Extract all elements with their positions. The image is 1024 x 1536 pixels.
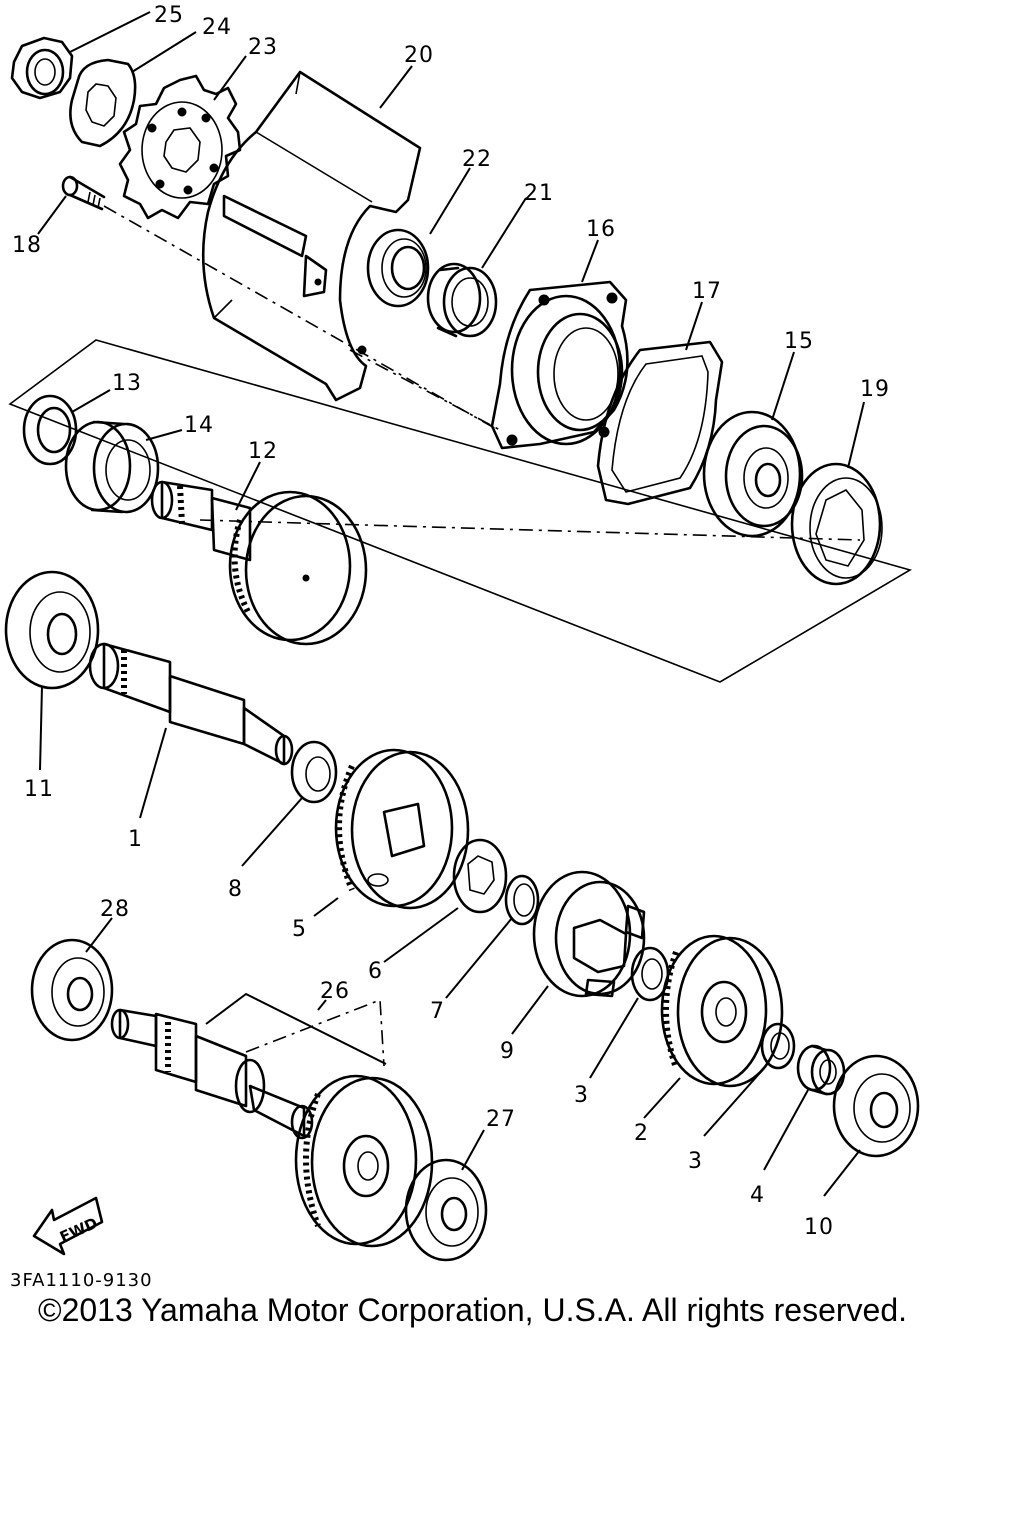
callout-18: 18 — [12, 233, 42, 258]
part-28-bearing — [30, 938, 114, 1042]
callout-12: 12 — [248, 439, 278, 464]
callout-25: 25 — [154, 3, 184, 28]
part-23-sprocket — [118, 74, 242, 220]
part-17-gasket — [596, 340, 724, 506]
part-24-lock-washer — [69, 58, 137, 148]
callout-28: 28 — [100, 897, 130, 922]
part-4-collar — [796, 1044, 846, 1096]
part-10-bearing — [832, 1054, 920, 1158]
callout-22: 22 — [462, 147, 492, 172]
callout-14: 14 — [184, 413, 214, 438]
callout-15: 15 — [784, 329, 814, 354]
callout-23: 23 — [248, 35, 278, 60]
part-14-needle-bearing — [64, 420, 160, 514]
callout-1: 1 — [128, 827, 143, 852]
copyright-notice: ©2013 Yamaha Motor Corporation, U.S.A. A… — [38, 1292, 908, 1328]
callout-17: 17 — [692, 279, 722, 304]
callout-16: 16 — [586, 217, 616, 242]
diagram-code: 3FA1110-9130 — [10, 1270, 153, 1291]
fwd-label: FWD — [57, 1214, 100, 1246]
callout-3a: 3 — [574, 1083, 589, 1108]
part-18-bolt — [61, 175, 106, 211]
part-2-gear — [660, 934, 784, 1088]
part-5-gear — [334, 748, 470, 910]
callout-8: 8 — [228, 877, 243, 902]
callout-21: 21 — [524, 181, 554, 206]
assembly-lines — [8, 205, 913, 1067]
part-6-lock-washer — [452, 838, 508, 914]
part-12-gear-shaft — [150, 480, 368, 646]
part-16-bearing-housing — [490, 280, 629, 450]
part-7-circlip — [504, 874, 540, 926]
callout-5: 5 — [292, 917, 307, 942]
part-27-bearing — [404, 1158, 488, 1262]
callout-20: 20 — [404, 43, 434, 68]
part-25-nut — [10, 36, 74, 100]
callout-4: 4 — [750, 1183, 765, 1208]
callout-2: 2 — [634, 1121, 649, 1146]
callout-13: 13 — [112, 371, 142, 396]
leader-lines — [37, 11, 865, 1197]
callout-9: 9 — [500, 1039, 515, 1064]
part-22-oil-seal — [366, 228, 430, 308]
part-9-dog-clutch — [532, 870, 646, 998]
callout-6: 6 — [368, 959, 383, 984]
part-1-main-axle — [88, 642, 294, 766]
callout-3b: 3 — [688, 1149, 703, 1174]
part-15-bearing — [702, 410, 804, 538]
callout-7: 7 — [430, 999, 445, 1024]
callout-24: 24 — [202, 15, 232, 40]
callout-19: 19 — [860, 377, 890, 402]
fwd-arrow-icon: FWD — [32, 1196, 104, 1256]
callout-numbers: 25 24 23 20 22 21 18 16 17 15 13 14 19 1… — [12, 3, 890, 1240]
part-26-drive-axle — [110, 1008, 434, 1248]
part-19-lock-washer — [790, 462, 883, 586]
callout-26: 26 — [320, 979, 350, 1004]
part-8-washer — [290, 740, 338, 804]
callout-11: 11 — [24, 777, 54, 802]
callout-10: 10 — [804, 1215, 834, 1240]
part-21-collar — [426, 262, 498, 338]
part-20-case-cover — [201, 70, 422, 402]
callout-27: 27 — [486, 1107, 516, 1132]
part-3-washer-b — [760, 1022, 796, 1070]
part-11-bearing — [4, 570, 100, 690]
